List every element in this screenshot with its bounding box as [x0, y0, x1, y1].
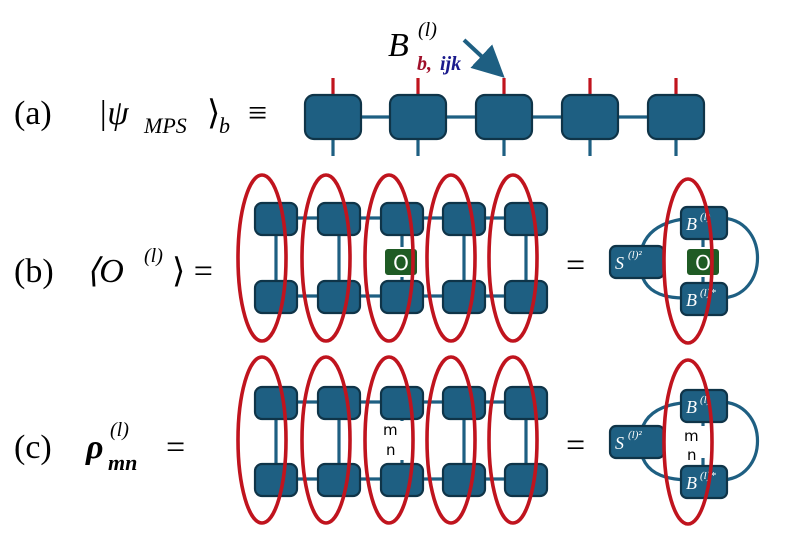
- B-conjugate-tensor: B (l)*: [679, 281, 729, 317]
- svg-text:B: B: [686, 290, 697, 310]
- svg-text:(l)²: (l)²: [628, 429, 642, 441]
- open-index-m-right: m: [684, 427, 699, 445]
- open-index-n: n: [386, 441, 396, 459]
- expectation-close: ⟩ =: [172, 253, 213, 290]
- mps-state-psi: |ψ: [98, 95, 129, 132]
- svg-text:B: B: [686, 397, 697, 417]
- row-b-label: (b): [14, 253, 54, 290]
- row-a: (a) |ψ MPS ⟩ b ≡ B (l) b, ijk: [14, 19, 706, 156]
- row-c-label: (c): [14, 429, 52, 466]
- contraction-ellipses: [236, 173, 539, 343]
- expectation-superscript: (l): [144, 245, 163, 267]
- reduced-ellipse: [662, 177, 714, 345]
- callout-subscript-b: b,: [417, 53, 432, 75]
- operator-label: O: [393, 251, 409, 275]
- mps-tensor-5: [646, 78, 706, 156]
- reduced-ellipse-c: [662, 358, 714, 526]
- mps-tensor-4: [560, 78, 620, 156]
- svg-text:(l): (l): [700, 211, 711, 223]
- operator-node-right: O: [685, 247, 721, 277]
- mps-state-ket: ⟩: [207, 95, 220, 132]
- equals-sign-c: =: [566, 427, 585, 464]
- B-tensor: B (l): [679, 205, 729, 241]
- open-index-m: m: [383, 421, 398, 439]
- density-matrix-subscript: mn: [108, 450, 137, 475]
- svg-text:S: S: [615, 433, 624, 453]
- equiv-symbol: ≡: [248, 95, 267, 132]
- mps-tensor-2: [388, 78, 448, 156]
- callout-arrow: [462, 38, 505, 78]
- S-tensor: S (l)²: [608, 244, 666, 280]
- row-a-label: (a): [14, 95, 52, 132]
- callout-superscript: (l): [418, 19, 437, 41]
- svg-text:O: O: [695, 251, 711, 275]
- svg-text:B: B: [686, 473, 697, 493]
- contraction-ellipses-c: [236, 355, 539, 525]
- mps-tensor-3: [474, 78, 534, 156]
- mps-state-ket-subscript: b: [219, 113, 230, 138]
- reduced-right-bond-c: [719, 400, 760, 482]
- bra-tensors-c: [253, 462, 549, 498]
- row-b: (b) ⟨O (l) ⟩ = O: [14, 173, 760, 345]
- B-tensor-c: B (l): [679, 388, 729, 424]
- mps-tensor-1: [303, 78, 363, 156]
- operator-node: O: [383, 247, 419, 277]
- equals-sign: =: [566, 247, 585, 284]
- B-conjugate-tensor-c: B (l)*: [679, 464, 729, 500]
- row-c: (c) ρ (l) mn = m n: [14, 355, 760, 526]
- density-matrix-rho: ρ: [85, 429, 104, 466]
- ket-tensors-c: [253, 385, 549, 421]
- mps-state-subscript: MPS: [143, 113, 187, 138]
- callout-tensor-B: B: [388, 27, 409, 64]
- callout-subscript-ijk: ijk: [440, 53, 461, 75]
- density-matrix-superscript: (l): [110, 419, 129, 441]
- expectation-lhs: ⟨O: [86, 253, 124, 290]
- svg-text:S: S: [615, 253, 624, 273]
- svg-text:(l): (l): [700, 394, 711, 406]
- S-tensor-c: S (l)²: [608, 424, 666, 460]
- open-index-n-right: n: [687, 446, 697, 464]
- reduced-right-bond: [719, 216, 760, 300]
- density-matrix-equals: =: [166, 429, 185, 466]
- svg-text:B: B: [686, 214, 697, 234]
- svg-text:(l)²: (l)²: [628, 249, 642, 261]
